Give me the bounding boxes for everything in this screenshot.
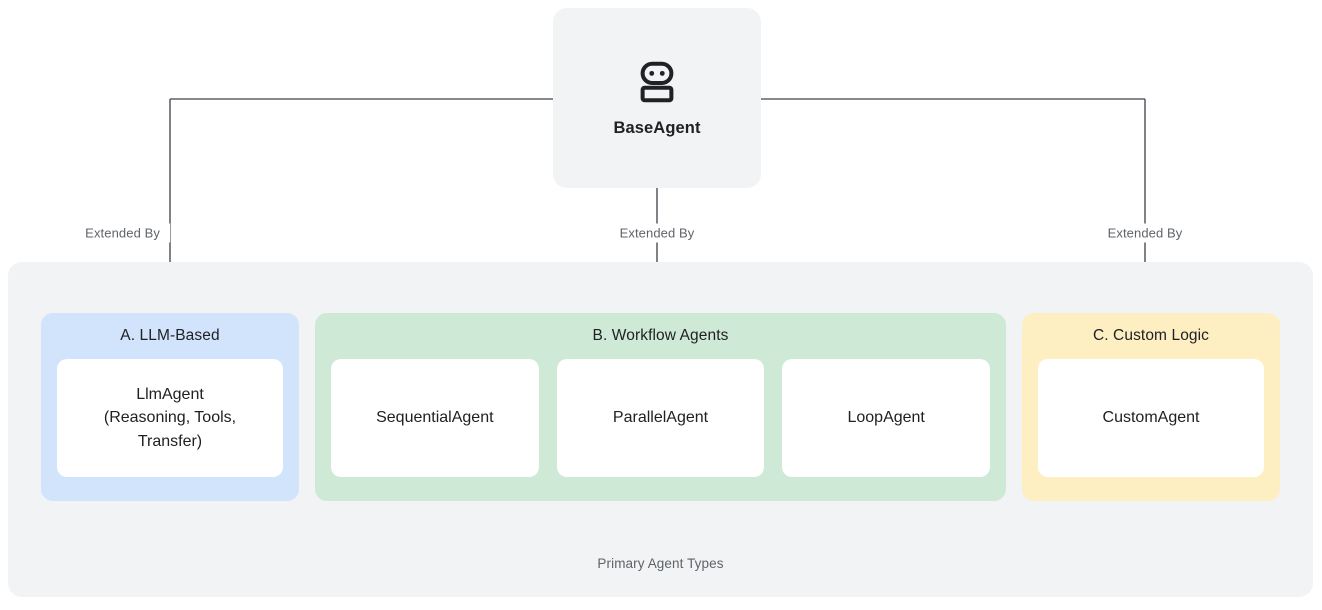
agent-card-parallel-agent[interactable]: ParallelAgent: [556, 359, 765, 477]
edge-label-extended-by-workflow: Extended By: [612, 223, 702, 243]
agent-group-llm-based-items: LlmAgent (Reasoning, Tools, Transfer): [57, 359, 283, 477]
agent-group-custom-logic[interactable]: C. Custom Logic CustomAgent: [1022, 313, 1280, 501]
agent-card-sequential-agent[interactable]: SequentialAgent: [331, 359, 539, 477]
agent-card-llm-agent[interactable]: LlmAgent (Reasoning, Tools, Transfer): [57, 359, 283, 477]
robot-icon: [640, 61, 674, 102]
agent-card-custom-agent[interactable]: CustomAgent: [1038, 359, 1264, 477]
agent-group-custom-logic-items: CustomAgent: [1038, 359, 1264, 477]
agent-card-loop-agent[interactable]: LoopAgent: [782, 359, 991, 477]
edge-label-extended-by-llm: Extended By: [78, 223, 170, 243]
agent-group-llm-based[interactable]: A. LLM-Based LlmAgent (Reasoning, Tools,…: [41, 313, 299, 501]
agent-group-row: A. LLM-Based LlmAgent (Reasoning, Tools,…: [41, 313, 1280, 501]
agent-group-workflow-agents[interactable]: B. Workflow Agents SequentialAgent Paral…: [315, 313, 1006, 501]
primary-agent-types-panel: A. LLM-Based LlmAgent (Reasoning, Tools,…: [8, 262, 1313, 597]
agent-group-workflow-agents-title: B. Workflow Agents: [592, 327, 729, 344]
agent-group-custom-logic-title: C. Custom Logic: [1092, 327, 1210, 344]
agent-group-workflow-agents-items: SequentialAgent ParallelAgent LoopAgent: [331, 359, 991, 477]
agent-group-llm-based-title: A. LLM-Based: [120, 327, 220, 344]
edge-label-extended-by-custom: Extended By: [1100, 223, 1190, 243]
panel-caption: Primary Agent Types: [597, 556, 724, 571]
base-agent-node[interactable]: BaseAgent: [553, 8, 761, 188]
base-agent-label: BaseAgent: [613, 118, 701, 137]
